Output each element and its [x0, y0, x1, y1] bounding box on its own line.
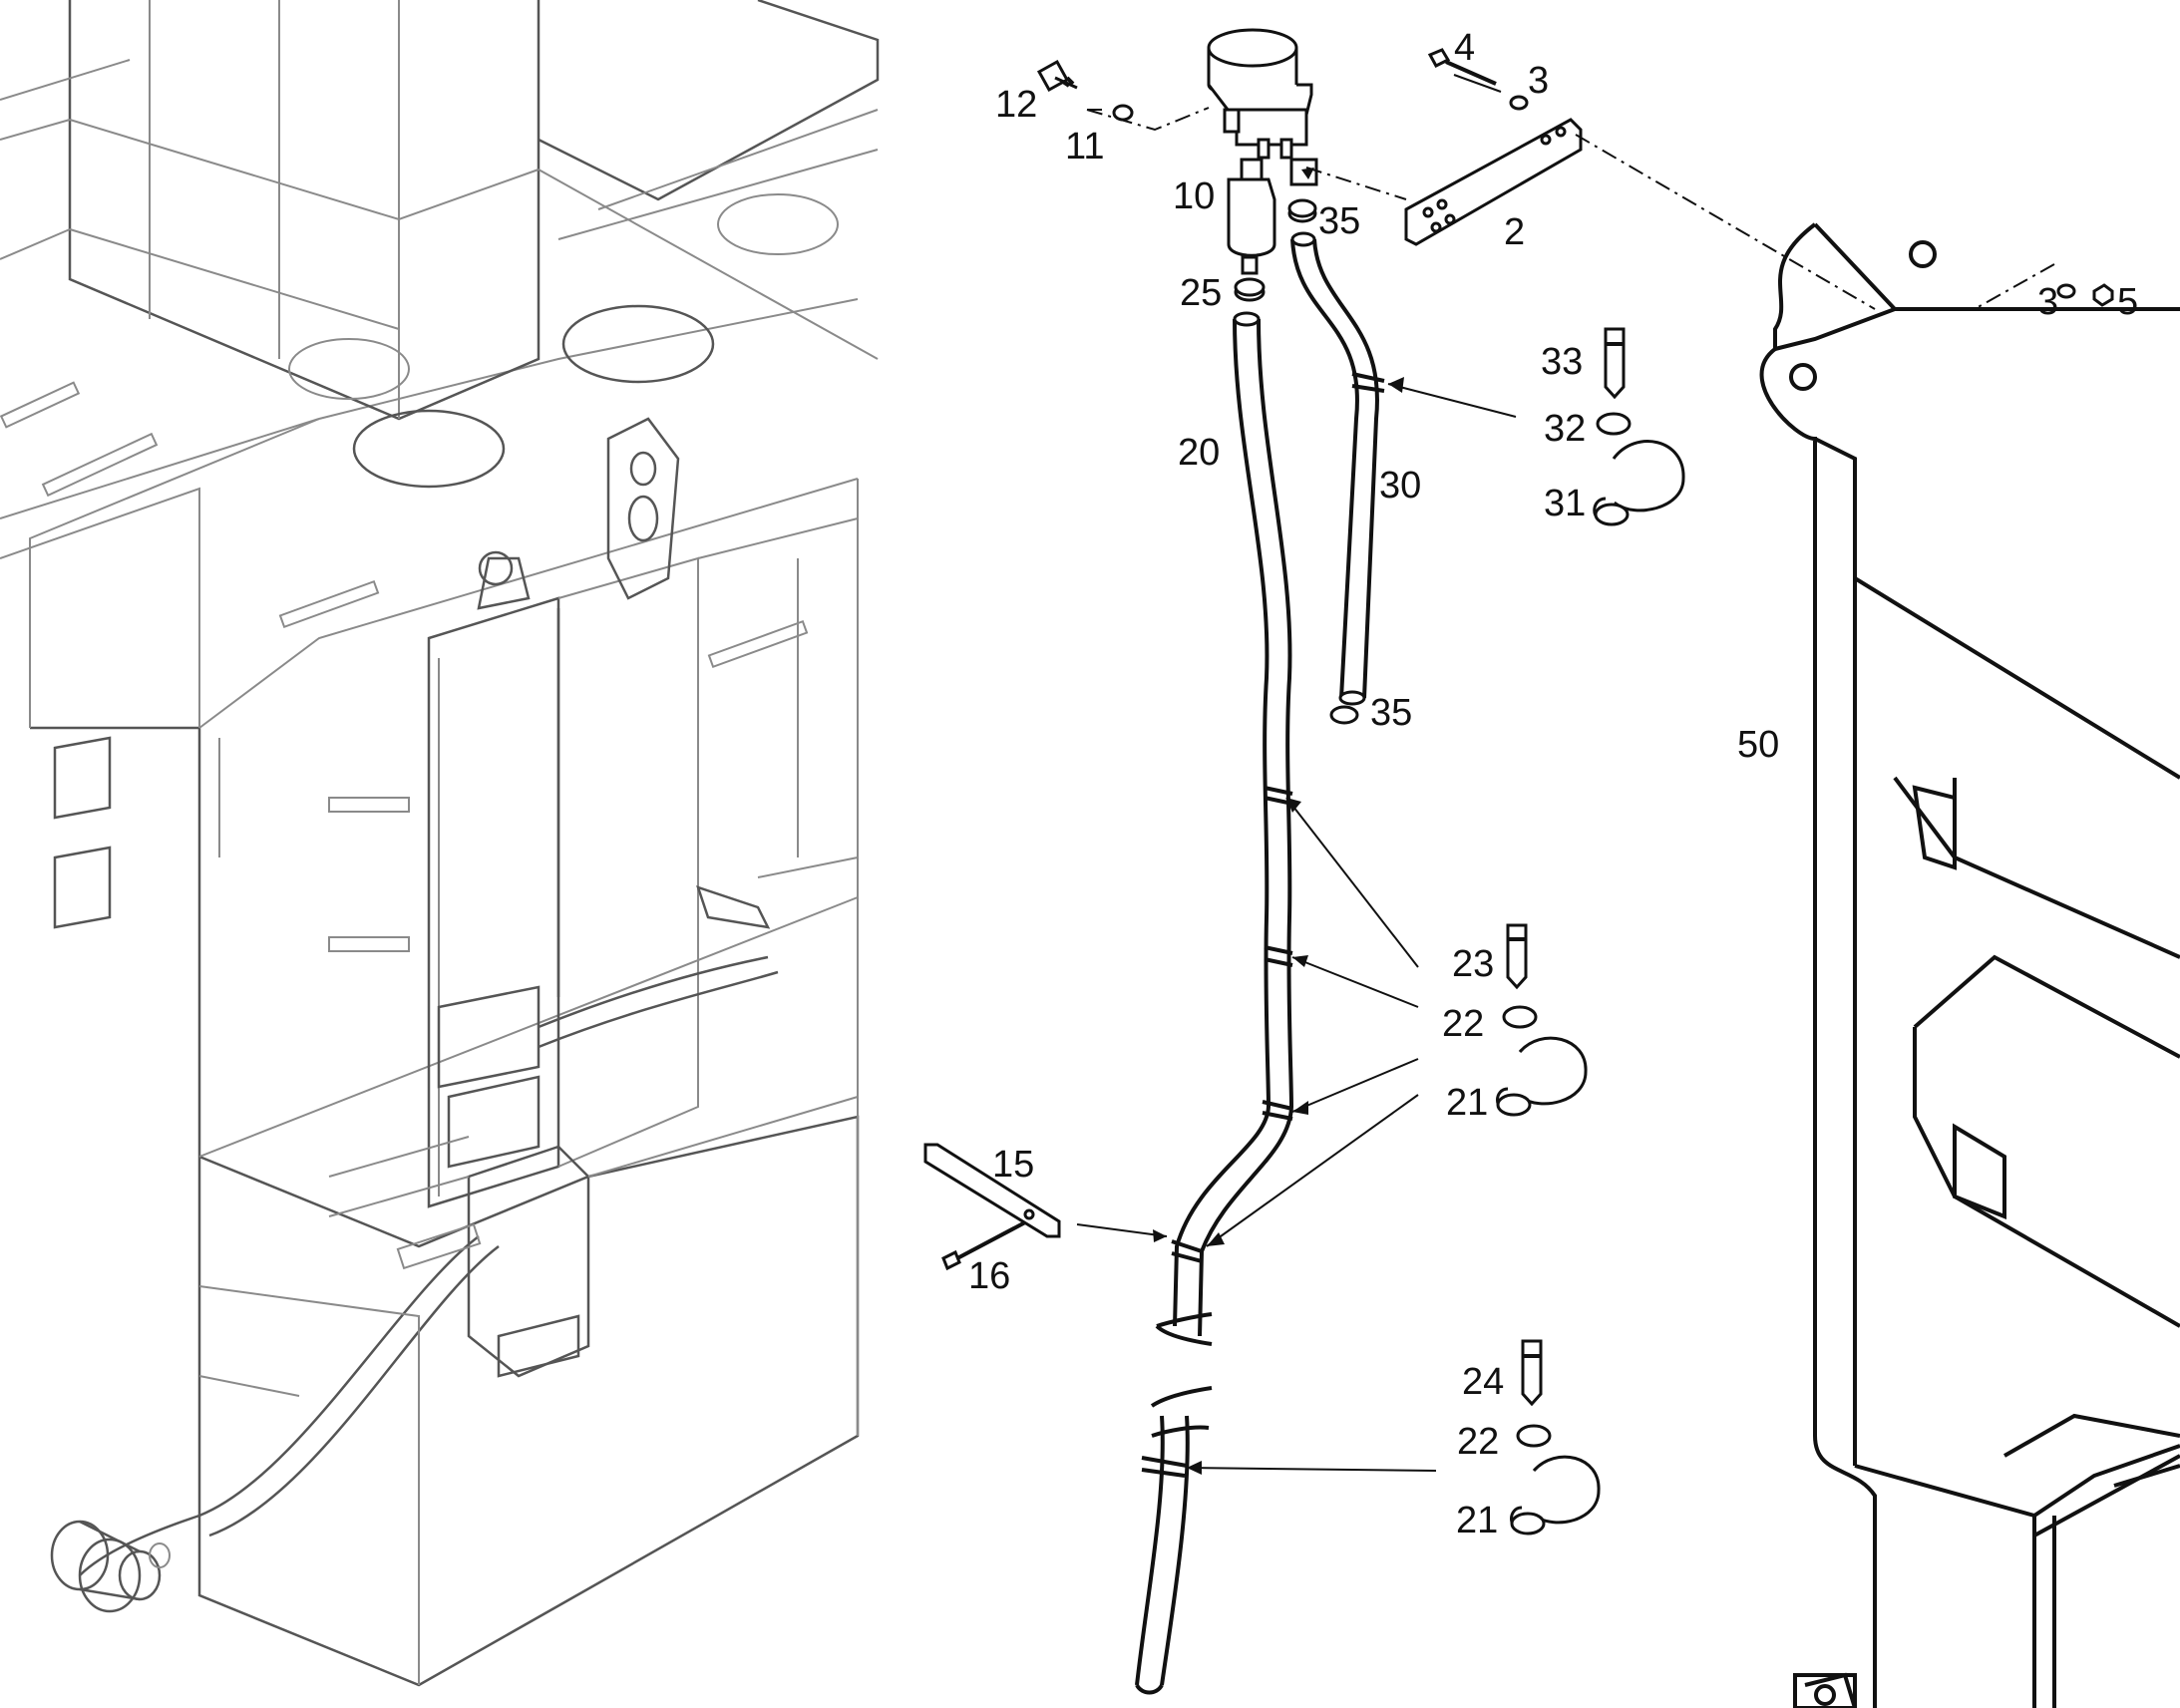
hose-30 [1290, 231, 1385, 706]
callout-21-lower: 21 [1456, 1500, 1498, 1541]
clamp-set-21-24 [1510, 1339, 1601, 1536]
callout-25: 25 [1180, 272, 1222, 314]
callout-15: 15 [992, 1144, 1034, 1186]
tank-frame-part-50 [1759, 222, 2180, 1708]
callout-10: 10 [1173, 175, 1215, 217]
callout-31: 31 [1544, 483, 1586, 524]
bolt-4 [1427, 48, 1497, 86]
hose-clamp-25 [1234, 277, 1266, 302]
callout-2: 2 [1504, 211, 1525, 253]
callout-12: 12 [995, 84, 1037, 126]
screw-16 [941, 1220, 1026, 1271]
callout-23: 23 [1452, 943, 1494, 985]
callout-11: 11 [1065, 126, 1104, 168]
hose-20 [1135, 311, 1294, 1695]
callout-50: 50 [1737, 724, 1779, 766]
callout-16: 16 [968, 1255, 1010, 1297]
callout-5: 5 [2117, 281, 2138, 323]
callout-33: 33 [1541, 341, 1583, 383]
callout-35-bottom: 35 [1370, 692, 1412, 734]
callout-20: 20 [1178, 432, 1220, 474]
arrow-heads [1153, 168, 1404, 1475]
reservoir-assembly [1207, 28, 1318, 275]
hose-clamp-35-bottom [1329, 705, 1359, 725]
nut-5 [2092, 283, 2114, 307]
callout-22-lower: 22 [1457, 1421, 1499, 1463]
washer-3-top [1509, 95, 1529, 111]
bracket-2 [1404, 118, 1583, 246]
coupling [50, 1520, 171, 1613]
callout-3-right: 3 [2037, 281, 2058, 323]
callout-32: 32 [1544, 408, 1586, 450]
clamp-set-31-33 [1593, 327, 1685, 526]
callout-35-top: 35 [1318, 200, 1360, 242]
callout-21-upper: 21 [1446, 1082, 1488, 1124]
callout-labels: 12 11 10 25 20 4 3 35 2 33 32 31 30 35 3… [968, 27, 2138, 1541]
callout-4: 4 [1454, 27, 1475, 69]
clamp-set-21-23 [1496, 923, 1588, 1117]
washer-11 [1112, 104, 1134, 122]
machine-frame-assembly [0, 0, 880, 1687]
leader-lines [1076, 74, 2055, 1472]
callout-30: 30 [1379, 465, 1421, 507]
bolt-12 [1036, 59, 1078, 93]
callout-24: 24 [1462, 1361, 1504, 1403]
callout-22-upper: 22 [1442, 1003, 1484, 1045]
washer-3-right [2056, 283, 2076, 299]
callout-3-top: 3 [1528, 60, 1549, 102]
strap-15 [923, 1143, 1061, 1238]
hose-clamp-35-top [1287, 198, 1317, 223]
